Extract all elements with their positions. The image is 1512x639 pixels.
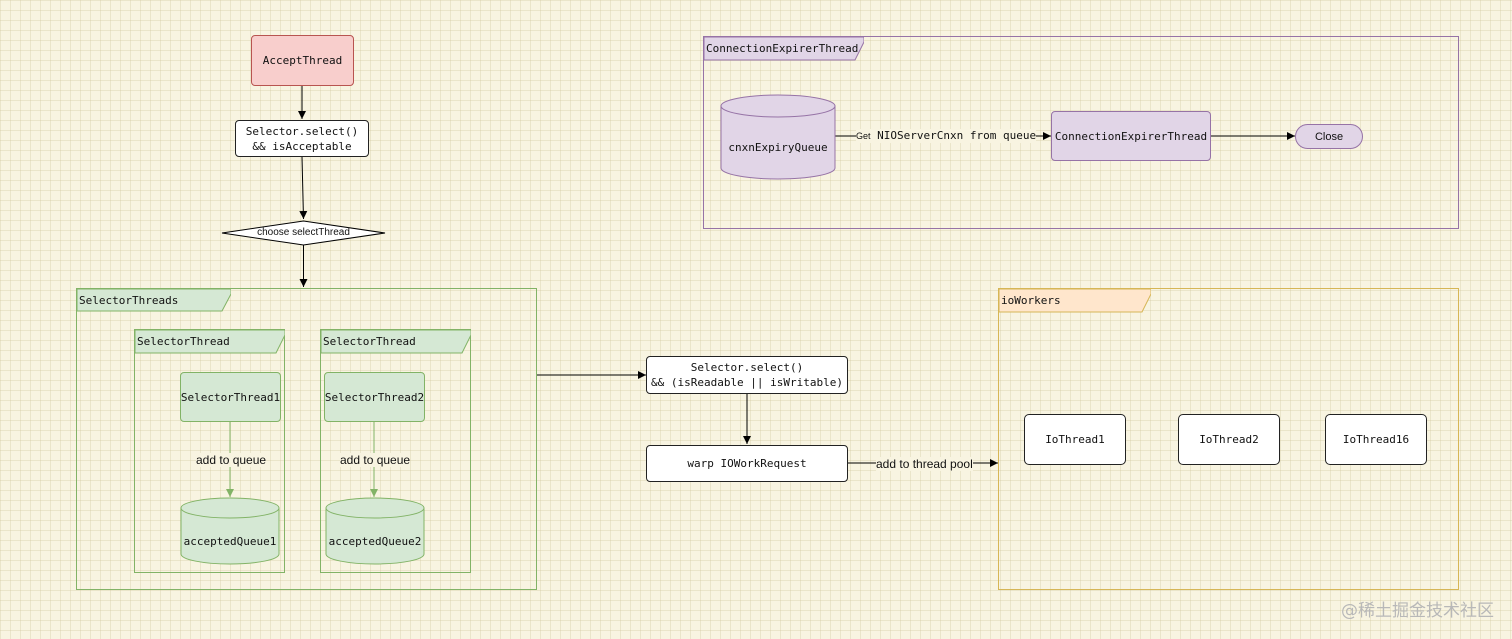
warp-request-label: warp IOWorkRequest: [687, 457, 807, 470]
close-terminator[interactable]: Close: [1295, 124, 1363, 149]
connection-expirer-frame: ConnectionExpirerThread: [703, 36, 1459, 229]
selector-thread2-label: SelectorThread2: [324, 390, 425, 404]
selector-readwrite-line2: && (isReadable || isWritable): [650, 376, 844, 389]
io-workers-title-text: ioWorkers: [1001, 294, 1061, 307]
io-workers-frame: ioWorkers: [998, 288, 1459, 590]
io-workers-frame-title: ioWorkers: [999, 289, 1153, 313]
selector-thread-frame-b: SelectorThread: [320, 329, 471, 573]
accepted-queue2-cylinder[interactable]: acceptedQueue2: [325, 497, 425, 565]
edge-label-add-to-thread-pool: add to thread pool: [876, 457, 973, 471]
connection-expirer-frame-title: ConnectionExpirerThread: [704, 37, 866, 61]
connection-expirer-thread-node[interactable]: ConnectionExpirerThread: [1051, 111, 1211, 161]
selector-readwrite-line1: Selector.select(): [690, 361, 804, 374]
choose-select-thread-diamond[interactable]: [221, 220, 386, 246]
io-thread2-label: IoThread2: [1199, 433, 1259, 446]
cnxn-expiry-queue-label: cnxnExpiryQueue: [728, 141, 828, 154]
accepted-queue1-label: acceptedQueue1: [183, 535, 277, 548]
cnxn-expiry-queue-cylinder[interactable]: cnxnExpiryQueue: [720, 94, 836, 180]
selector-threads-frame-title: SelectorThreads: [77, 289, 233, 312]
edge-label-get-prefix: Get: [856, 131, 871, 141]
selector-thread-frame-a-title: SelectorThread: [135, 330, 287, 354]
accepted-queue1-cylinder[interactable]: acceptedQueue1: [180, 497, 280, 565]
selector-thread-frame-b-title: SelectorThread: [321, 330, 473, 354]
selector-thread-a-title-text: SelectorThread: [137, 335, 230, 348]
connection-expirer-thread-label: ConnectionExpirerThread: [1054, 129, 1208, 143]
accepted-queue2-label: acceptedQueue2: [328, 535, 422, 548]
edge-label-get-from-queue: Get NIOServerCnxn from queue: [856, 129, 1037, 143]
accept-thread-node[interactable]: AcceptThread: [251, 35, 354, 86]
io-thread16-label: IoThread16: [1342, 433, 1410, 446]
edge-label-get-rest: NIOServerCnxn from queue: [877, 129, 1037, 142]
selector-thread1-label: SelectorThread1: [180, 390, 281, 404]
warp-request-node[interactable]: warp IOWorkRequest: [646, 445, 848, 482]
selector-acceptable-line2: && isAcceptable: [252, 139, 352, 153]
selector-acceptable-line1: Selector.select(): [245, 124, 359, 138]
io-thread1-label: IoThread1: [1045, 433, 1105, 446]
io-thread1-node[interactable]: IoThread1: [1024, 414, 1126, 465]
connection-expirer-title-text: ConnectionExpirerThread: [706, 42, 859, 55]
edge-select-to-choose: [299, 156, 308, 220]
watermark: @稀土掘金技术社区: [1341, 601, 1494, 621]
selector-thread1-node[interactable]: SelectorThread1: [180, 372, 281, 422]
selector-acceptable-node[interactable]: Selector.select() && isAcceptable: [235, 120, 369, 157]
io-thread2-node[interactable]: IoThread2: [1178, 414, 1280, 465]
edge-label-add-to-queue-2: add to queue: [340, 453, 411, 467]
choose-select-thread-label: choose selectThread: [257, 227, 350, 238]
selector-readwrite-node[interactable]: Selector.select() && (isReadable || isWr…: [646, 356, 848, 394]
selector-thread-b-title-text: SelectorThread: [323, 335, 416, 348]
close-label: Close: [1314, 130, 1344, 143]
selector-threads-title-text: SelectorThreads: [79, 294, 179, 307]
selector-thread-frame-a: SelectorThread: [134, 329, 285, 573]
selector-thread2-node[interactable]: SelectorThread2: [324, 372, 425, 422]
accept-thread-label: AcceptThread: [262, 54, 343, 67]
selector-threads-frame: SelectorThreads: [76, 288, 537, 590]
edge-label-add-to-queue-1: add to queue: [196, 453, 267, 467]
io-thread16-node[interactable]: IoThread16: [1325, 414, 1427, 465]
